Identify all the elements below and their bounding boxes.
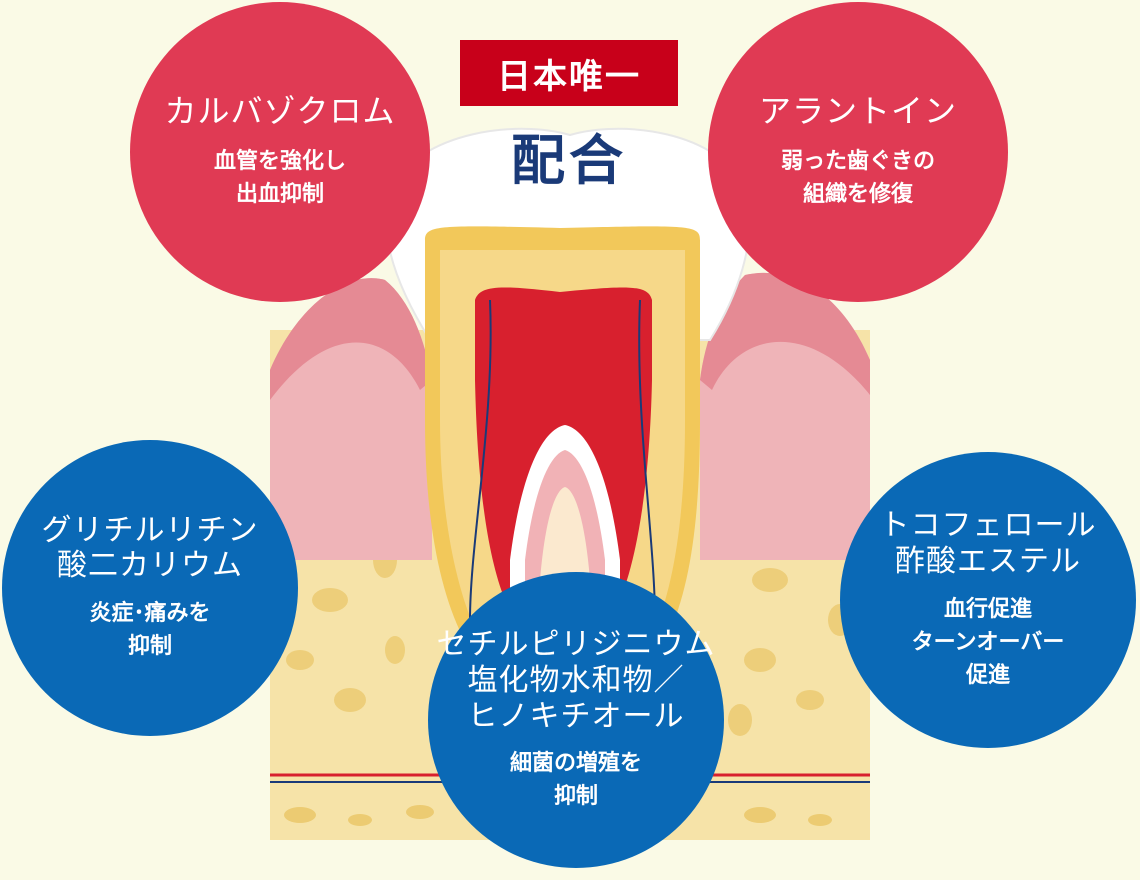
ingredient-circle-tocopherol-acetate: トコフェロール 酢酸エステル 血行促進 ターンオーバー 促進 [840,452,1136,748]
ingredient-name: セチルピリジニウム 塩化物水和物／ ヒノキチオール [436,627,716,734]
ingredient-circle-dipotassium-glycyrrhizinate: グリチルリチン 酸二カリウム 炎症･痛みを 抑制 [2,440,298,736]
ingredient-effect: 血行促進 ターンオーバー 促進 [911,596,1065,688]
ingredient-circle-cetylpyridinium-hinokitiol: セチルピリジニウム 塩化物水和物／ ヒノキチオール 細菌の増殖を 抑制 [428,572,724,868]
ingredient-name: アラントイン [758,92,957,131]
japan-only-badge: 日本唯一 [460,40,678,106]
ingredient-effect: 弱った歯ぐきの 組織を修復 [780,148,935,207]
ingredient-circle-allantoin: アラントイン 弱った歯ぐきの 組織を修復 [708,2,1008,302]
ingredient-name: カルバゾクロム [164,92,396,131]
gum-tissue [270,272,870,560]
ingredient-name: グリチルリチン 酸二カリウム [41,512,259,583]
formulation-headline: 配合 [511,128,627,192]
ingredient-effect: 細菌の増殖を 抑制 [509,751,642,809]
ingredient-effect: 炎症･痛みを 抑制 [89,601,211,660]
ingredient-circle-carbazochrome: カルバゾクロム 血管を強化し 出血抑制 [130,2,430,302]
tooth [385,127,751,650]
ingredient-name: トコフェロール 酢酸エステル [879,508,1097,579]
ingredient-effect: 血管を強化し 出血抑制 [213,148,346,207]
